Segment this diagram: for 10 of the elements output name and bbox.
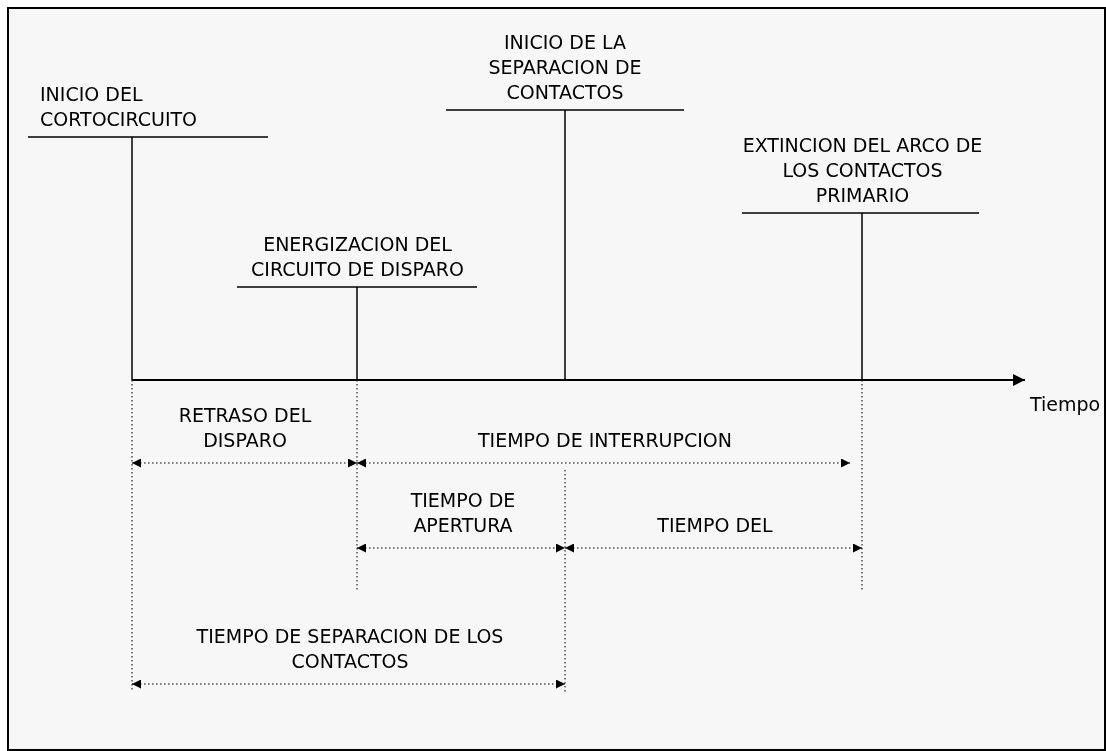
event-label: EXTINCION DEL ARCO DE LOS CONTACTOS PRIMARIO xyxy=(741,133,984,208)
event-label: ENERGIZACION DEL CIRCUITO DE DISPARO xyxy=(250,232,465,282)
event-label: INICIO DE LA SEPARACION DE CONTACTOS xyxy=(487,30,643,105)
axis-label: Tiempo xyxy=(1030,392,1100,417)
dimension-label: TIEMPO DEL xyxy=(656,513,774,538)
event-label: INICIO DEL CORTOCIRCUITO xyxy=(40,82,199,132)
dimension-label: TIEMPO DE APERTURA xyxy=(409,488,517,538)
dimension-label: TIEMPO DE SEPARACION DE LOS CONTACTOS xyxy=(195,624,505,674)
dimension-label: TIEMPO DE INTERRUPCION xyxy=(477,428,733,453)
dimension-label: RETRASO DEL DISPARO xyxy=(177,403,313,453)
